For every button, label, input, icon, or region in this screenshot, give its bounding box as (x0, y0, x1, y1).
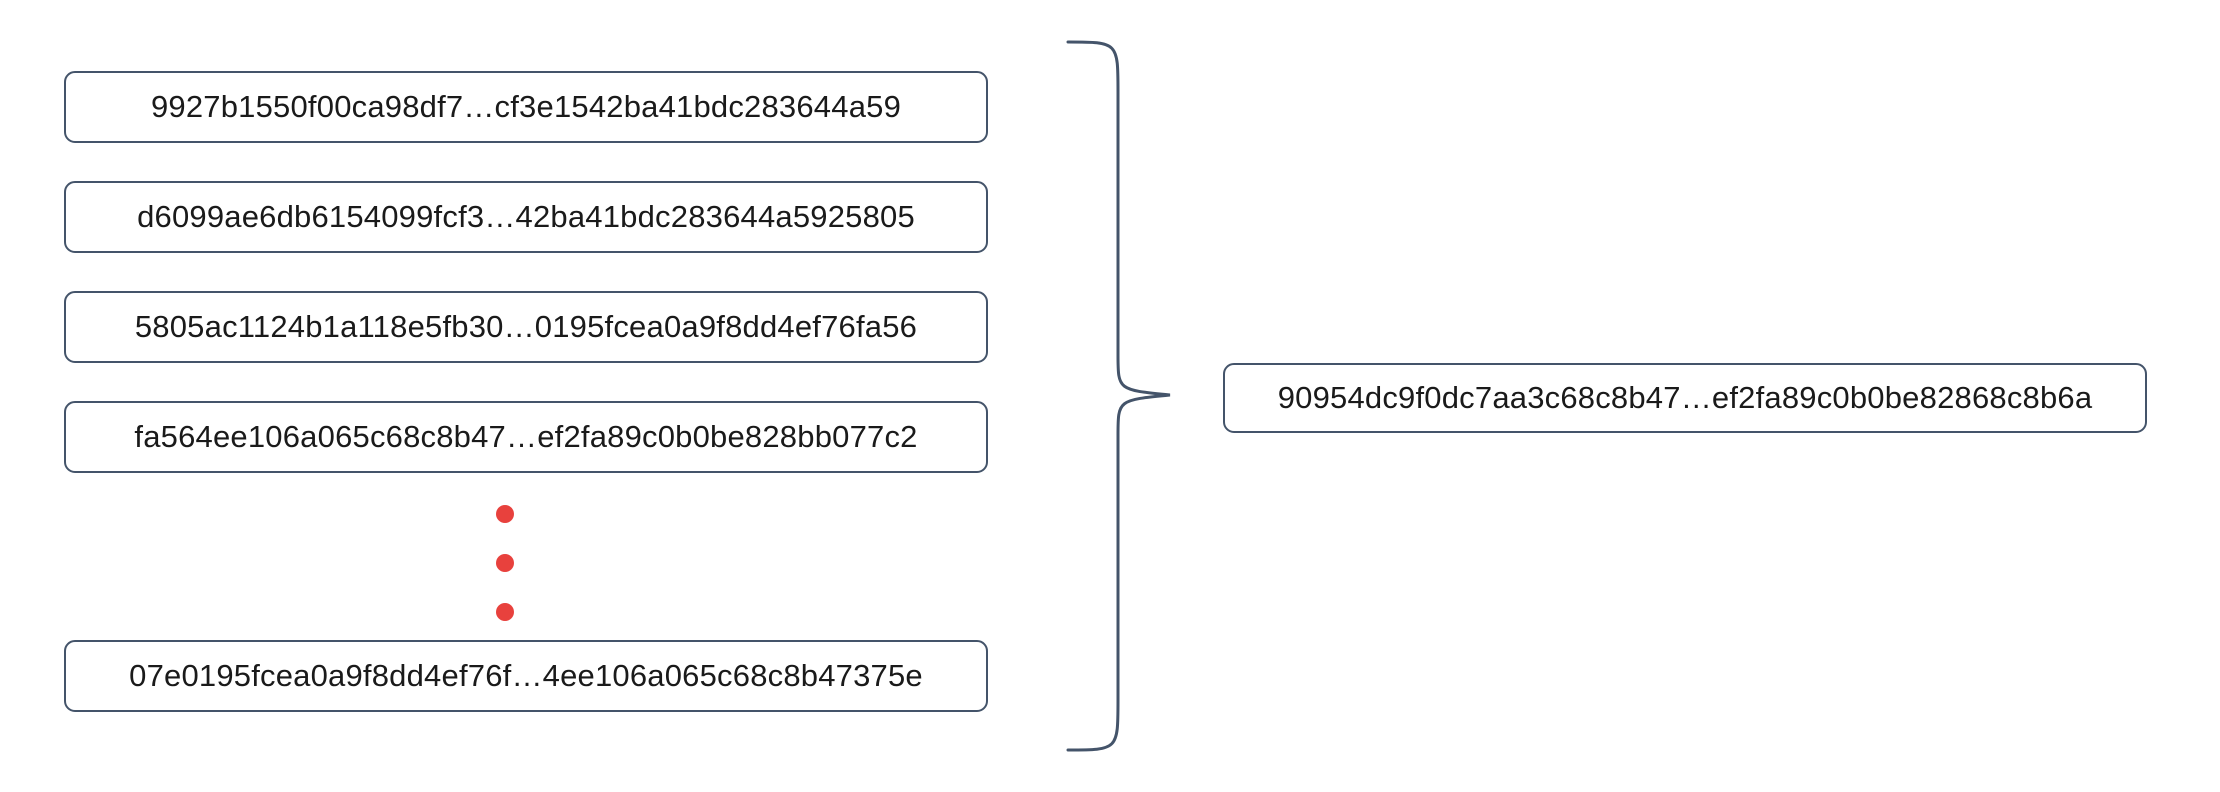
ellipsis-dot (496, 554, 514, 572)
hash-node: 9927b1550f00ca98df7…cf3e1542ba41bdc28364… (64, 71, 988, 143)
hash-text: d6099ae6db6154099fcf3…42ba41bdc283644a59… (137, 199, 915, 234)
hash-text: 90954dc9f0dc7aa3c68c8b47…ef2fa89c0b0be82… (1277, 380, 2093, 415)
hash-node: fa564ee106a065c68c8b47…ef2fa89c0b0be828b… (64, 401, 988, 473)
hash-node: d6099ae6db6154099fcf3…42ba41bdc283644a59… (64, 181, 988, 253)
ellipsis-dot (496, 505, 514, 523)
hash-text: 07e0195fcea0a9f8dd4ef76f…4ee106a065c68c8… (129, 658, 923, 693)
combined-hash-node: 90954dc9f0dc7aa3c68c8b47…ef2fa89c0b0be82… (1223, 363, 2147, 433)
curly-brace-icon (1066, 40, 1171, 752)
vertical-ellipsis (496, 505, 514, 621)
hash-node: 07e0195fcea0a9f8dd4ef76f…4ee106a065c68c8… (64, 640, 988, 712)
hash-text: 9927b1550f00ca98df7…cf3e1542ba41bdc28364… (150, 89, 902, 124)
ellipsis-dot (496, 603, 514, 621)
hash-text: 5805ac1124b1a118e5fb30…0195fcea0a9f8dd4e… (134, 309, 918, 344)
hash-node: 5805ac1124b1a118e5fb30…0195fcea0a9f8dd4e… (64, 291, 988, 363)
hash-text: fa564ee106a065c68c8b47…ef2fa89c0b0be828b… (134, 419, 918, 454)
